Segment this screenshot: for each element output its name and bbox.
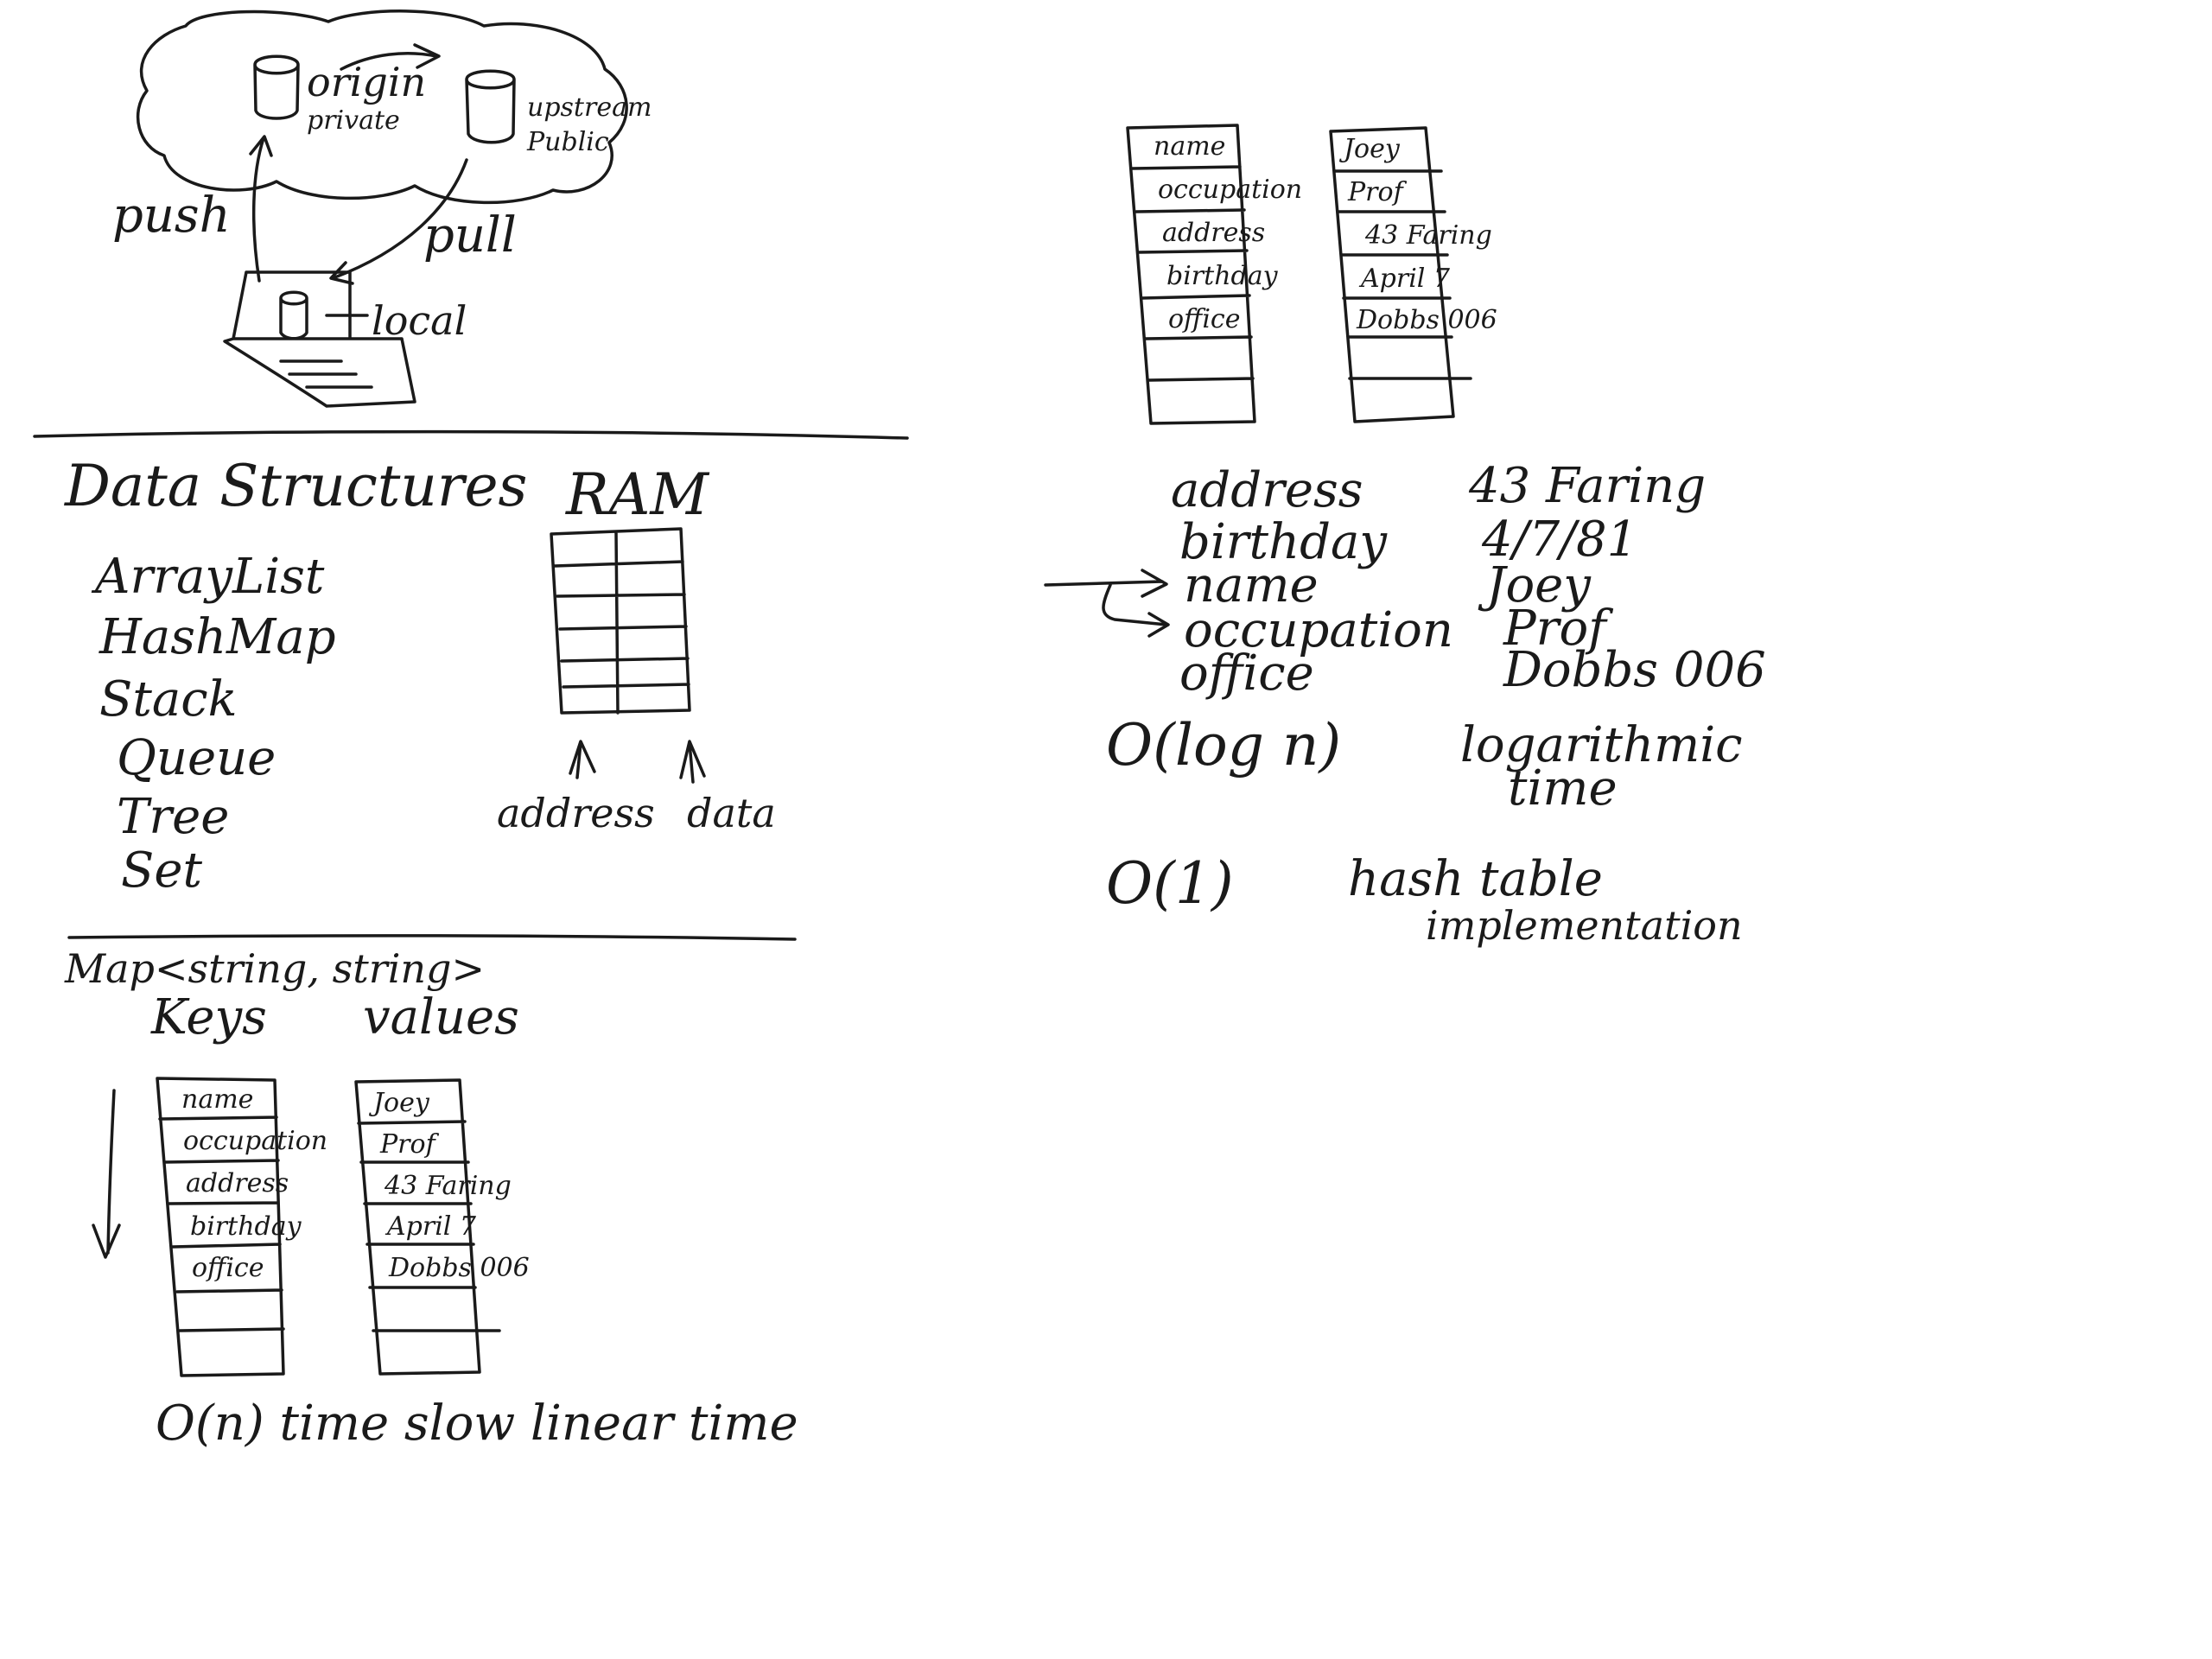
value-cell: April 7 [387,1211,477,1242]
sorted-value: Joey [1486,557,1591,613]
ds-item: Stack [99,671,238,728]
right-value-cell: 43 Faring [1365,220,1492,251]
right-value-cell: Prof [1348,177,1403,207]
key-cell: office [192,1253,264,1283]
origin-label: origin [307,59,427,105]
ram-title: RAM [566,461,709,528]
values-table [354,1078,501,1376]
separator-middle [67,934,797,941]
cloud-outline [136,10,628,205]
sorted-key: occupation [1184,602,1453,658]
log-desc-line2: time [1508,760,1618,817]
ds-item: Set [121,842,203,899]
address-label: address [497,790,655,836]
linear-time-note: O(n) time slow linear time [156,1395,798,1452]
sorted-value: 4/7/81 [1482,512,1638,568]
fork-arrow-icon [340,52,438,71]
ds-item: ArrayList [95,549,325,605]
right-value-cell: Joey [1344,134,1400,164]
sorted-value: Dobbs 006 [1503,642,1766,698]
ds-item: HashMap [99,609,336,665]
data-structures-heading: Data Structures [65,453,528,519]
key-cell: occupation [183,1126,328,1156]
pull-label: pull [423,207,517,264]
sorted-key: name [1184,557,1319,613]
right-key-cell: address [1162,218,1266,248]
ds-item: Tree [117,789,230,845]
right-value-cell: April 7 [1361,264,1451,294]
right-key-cell: birthday [1166,261,1278,291]
right-key-cell: occupation [1158,175,1303,205]
value-cell: 43 Faring [385,1171,512,1201]
sorted-value: 43 Faring [1469,458,1707,514]
constant-notation: O(1) [1106,850,1234,917]
data-label: data [687,790,776,836]
pull-arrow-icon [331,158,468,280]
local-db-icon [279,290,308,340]
key-cell: birthday [190,1211,302,1242]
value-cell: Dobbs 006 [389,1253,530,1283]
origin-db-icon [253,54,300,120]
address-arrow-icon [569,740,596,779]
upstream-label: upstream [527,92,652,123]
data-arrow-icon [679,740,706,784]
sorted-key: birthday [1179,514,1387,570]
insert-arrow-icon [1044,569,1170,638]
right-key-cell: office [1168,304,1241,334]
keys-header: Keys [151,989,267,1046]
key-cell: address [186,1168,289,1198]
keys-table [156,1077,285,1377]
local-label: local [372,297,467,344]
const-desc-line2: implementation [1426,902,1743,949]
sorted-value: Prof [1503,601,1606,657]
key-cell: name [181,1084,254,1115]
sorted-key: office [1179,645,1314,702]
map-type-signature: Map<string, string> [65,945,486,992]
log-n-notation: O(log n) [1106,712,1342,779]
log-desc-line1: logarithmic [1460,717,1743,773]
push-arrow-icon [251,137,265,283]
upstream-db-icon [465,69,516,144]
right-values-table [1329,126,1472,423]
push-label: push [112,188,231,244]
right-value-cell: Dobbs 006 [1357,305,1497,335]
value-cell: Joey [373,1088,429,1118]
value-cell: Prof [380,1129,435,1160]
public-label: Public [527,127,609,157]
ram-grid [550,527,691,715]
right-keys-table [1126,124,1256,425]
ds-item: Queue [117,730,276,786]
const-desc-line1: hash table [1348,851,1603,907]
scan-arrow-icon [92,1089,121,1259]
right-key-cell: name [1154,131,1226,162]
values-header: values [363,989,519,1046]
private-label: private [307,105,400,136]
separator-top [33,429,909,440]
sorted-key: address [1171,462,1363,518]
